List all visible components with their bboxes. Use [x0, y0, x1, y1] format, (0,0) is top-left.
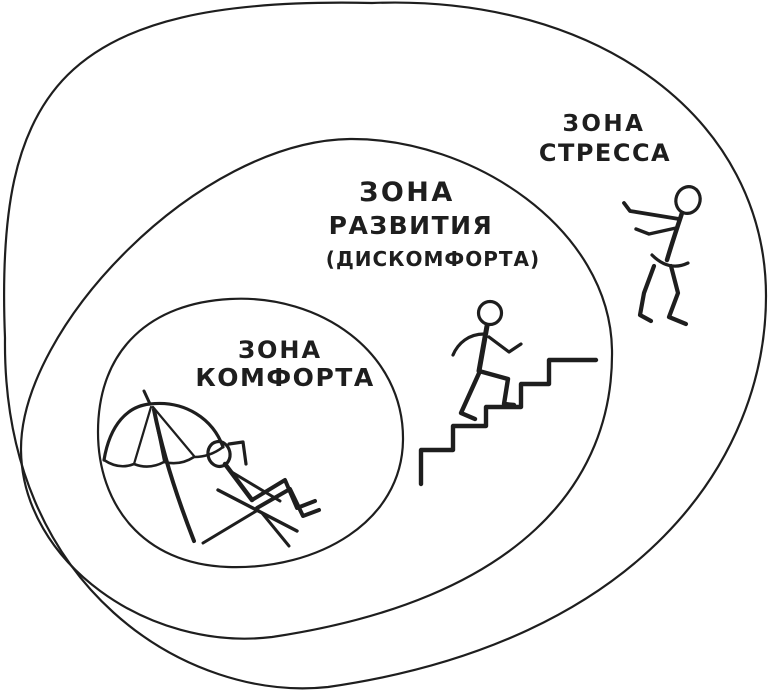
growth-zone-label-line-2: РАЗВИТИЯ [329, 211, 494, 240]
climber-torso [476, 323, 490, 374]
lounger-leg-2 [255, 487, 321, 518]
climber-head [476, 299, 504, 327]
growth-zone-boundary [19, 137, 614, 640]
stress-zone-label-line-1: ЗОНА [563, 111, 646, 137]
person-climbing-stairs-icon [451, 299, 523, 422]
climber-arm-front [487, 335, 523, 354]
climber-arm-back [451, 332, 486, 357]
growth-zone-label-line-1: ЗОНА [359, 177, 455, 208]
growth-zone: ЗОНА РАЗВИТИЯ (ДИСКОМФОРТА) [19, 137, 614, 640]
climber-leg-back [458, 368, 483, 422]
stress-person-torso [664, 210, 685, 263]
person-off-balance-icon [622, 185, 702, 327]
umbrella-pole [152, 408, 196, 543]
comfort-zone-label-line-2: КОМФОРТА [195, 363, 374, 392]
lounger-head [206, 439, 232, 469]
stairs-steps [418, 357, 599, 487]
stress-person-leg-right [666, 263, 689, 327]
lounger-arm-to-knee [228, 469, 282, 503]
comfort-zone-label-line-1: ЗОНА [238, 336, 322, 364]
comfort-zone-boundary [96, 297, 405, 569]
lounger-arm-behind-head [227, 440, 248, 466]
climber-leg-front [476, 368, 517, 408]
stress-person-leg-left [637, 263, 657, 324]
stress-zone: ЗОНА СТРЕССА [3, 1, 768, 690]
growth-zone-label-line-3: (ДИСКОМФОРТА) [326, 247, 540, 271]
lounging-person-icon [206, 439, 321, 518]
stairs-icon [418, 357, 599, 487]
stress-person-arm-lower [634, 226, 678, 236]
stress-person-head [674, 185, 702, 215]
stress-zone-boundary [3, 1, 768, 690]
comfort-zone: ЗОНА КОМФОРТА [96, 297, 405, 569]
chair-rear-leg [201, 508, 260, 545]
deck-chair-icon [201, 488, 299, 548]
umbrella-finial [142, 389, 152, 406]
beach-umbrella-icon [102, 389, 225, 543]
stress-person-arm-upper [622, 201, 681, 221]
stress-zone-label-line-2: СТРЕССА [539, 139, 671, 167]
chair-front-leg [260, 511, 291, 548]
